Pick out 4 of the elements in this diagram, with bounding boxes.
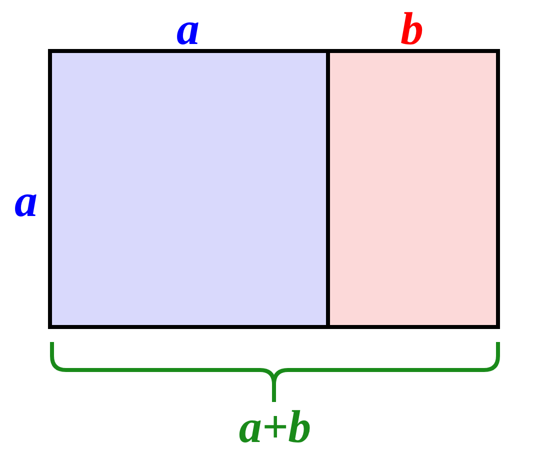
dimension-label: a <box>14 178 38 224</box>
dimension-label: b <box>400 6 424 52</box>
dimension-label: a <box>176 6 200 52</box>
dimension-label: a+b <box>238 404 312 450</box>
